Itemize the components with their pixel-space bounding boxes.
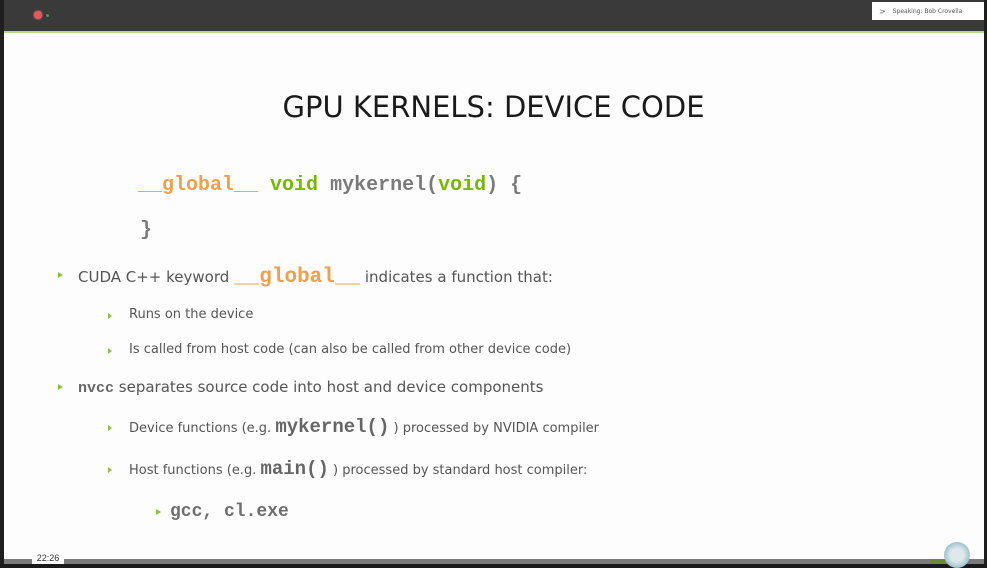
- bullet-nvcc-keyword: nvcc: [78, 380, 115, 397]
- sub-bullet-called-from-host: Is called from host code (can also be ca…: [129, 342, 572, 357]
- host-compilers: gcc, cl.exe: [170, 502, 289, 522]
- sub-bullet-prefix: Device functions (e.g.: [129, 421, 272, 436]
- window-right-edge: [984, 0, 987, 564]
- sub-bullet-host-functions: Host functions (e.g. main() ) processed …: [129, 458, 587, 480]
- code-close-brace-line: }: [140, 219, 152, 242]
- sub-sub-bullet-arrow-icon: [156, 509, 161, 515]
- sub-bullet-code: main(): [260, 458, 329, 480]
- bullet-keyword: __global__: [234, 266, 361, 289]
- presentation-slide: [4, 33, 984, 561]
- speaking-label: Speaking: Bob Crovella: [892, 7, 963, 15]
- sub-bullet-code: mykernel(): [275, 416, 390, 438]
- bullet-nvcc: nvcc separates source code into host and…: [78, 378, 543, 397]
- sub-bullet-prefix: Host functions (e.g.: [129, 463, 257, 478]
- code-close-brace: }: [140, 219, 153, 242]
- sub-bullet-suffix: ) processed by NVIDIA compiler: [393, 421, 600, 436]
- speaking-indicator[interactable]: > Speaking: Bob Crovella: [872, 2, 984, 20]
- slide-title: GPU KERNELS: DEVICE CODE: [282, 90, 705, 124]
- sub-bullet-arrow-icon: [108, 313, 112, 319]
- bullet-suffix: indicates a function that:: [364, 268, 553, 286]
- bullet-prefix: CUDA C++ keyword: [78, 268, 230, 286]
- meeting-toolbar: [4, 0, 984, 33]
- presenter-avatar[interactable]: [944, 542, 970, 568]
- sub-bullet-runs-on-device: Runs on the device: [129, 307, 254, 322]
- bullet-arrow-icon: [58, 272, 63, 278]
- chevron-right-icon[interactable]: >: [879, 6, 886, 16]
- bullet-global-keyword: CUDA C++ keyword __global__ indicates a …: [78, 266, 553, 289]
- code-keyword-global: __global__: [138, 174, 259, 197]
- code-return-type: void: [270, 174, 319, 197]
- bullet-nvcc-suffix: separates source code into host and devi…: [118, 378, 544, 396]
- sub-bullet-suffix: ) processed by standard host compiler:: [333, 463, 588, 478]
- sub-bullet-device-functions: Device functions (e.g. mykernel() ) proc…: [129, 416, 599, 438]
- code-open-brace: {: [510, 174, 523, 197]
- recording-indicator-icon: [34, 11, 42, 19]
- window-left-edge: [0, 0, 4, 564]
- connection-status-icon: [46, 14, 49, 17]
- nvidia-logo-icon: [930, 559, 952, 564]
- code-open-paren: (: [426, 174, 439, 197]
- playback-timestamp: 22:26: [32, 553, 64, 564]
- bullet-arrow-icon: [58, 384, 63, 390]
- code-close-paren: ): [486, 174, 499, 197]
- sub-bullet-arrow-icon: [108, 467, 112, 473]
- code-signature-line: __global__ void mykernel(void) {: [138, 174, 522, 197]
- video-progress-bar[interactable]: [4, 559, 984, 564]
- sub-bullet-arrow-icon: [108, 425, 112, 431]
- code-function-name: mykernel: [330, 174, 427, 197]
- code-param-type: void: [438, 174, 487, 197]
- compiler-list: gcc, cl.exe: [170, 502, 289, 522]
- sub-bullet-arrow-icon: [108, 348, 112, 354]
